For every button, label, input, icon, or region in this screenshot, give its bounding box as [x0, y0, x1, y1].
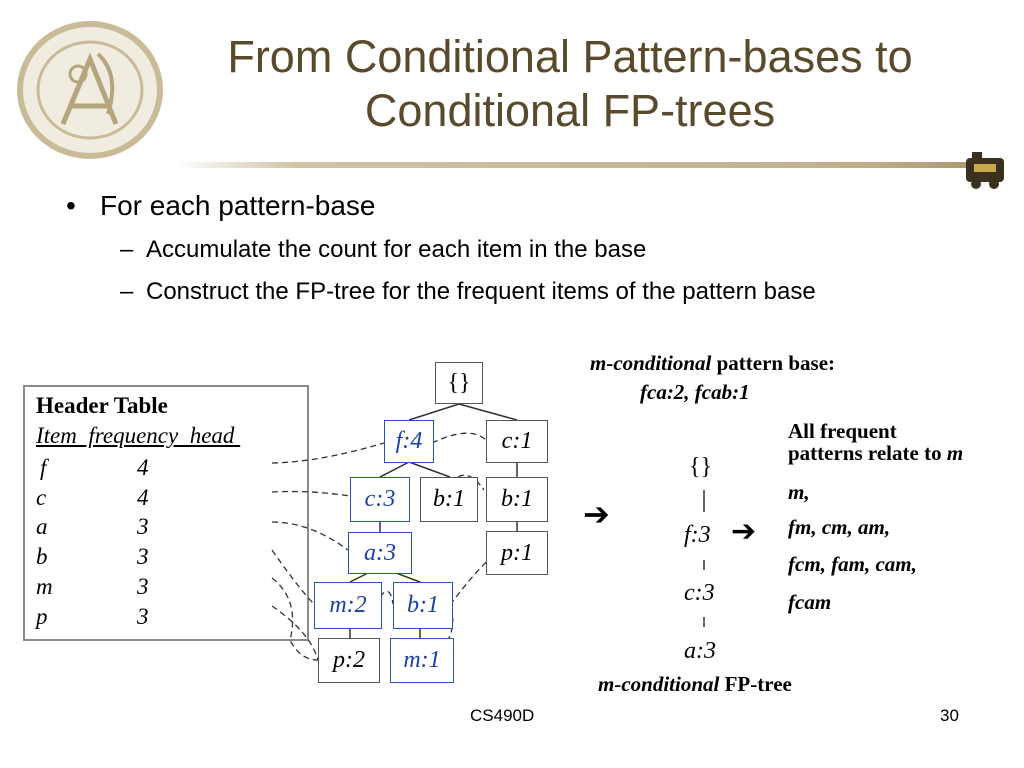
sub-bullet-construct: Construct the FP-tree for the frequent i… — [146, 278, 816, 305]
header-table-columns: Item frequency head — [36, 423, 241, 448]
title-divider — [176, 162, 976, 168]
row-item: f — [40, 455, 47, 480]
fp-node-a3: a:3 — [348, 532, 412, 574]
bullet-dot: • — [66, 190, 76, 221]
header-table — [23, 385, 309, 641]
sub-bullet-dash: – — [120, 278, 134, 305]
frequent-patterns-heading-m: m — [946, 441, 964, 465]
frequent-pattern-line: m, — [788, 480, 810, 504]
pattern-base-value: fca:2, fcab:1 — [640, 380, 750, 404]
cond-node-a3: a:3 — [684, 638, 716, 664]
fp-node-p2: p:2 — [318, 638, 380, 683]
fp-node-m1: m:1 — [390, 638, 454, 683]
pattern-base-label-italic: m-conditional — [590, 351, 712, 375]
row-item: a — [36, 514, 48, 539]
sub-bullet-dash: – — [120, 236, 134, 263]
slide-title: From Conditional Pattern-bases to Condit… — [170, 30, 970, 138]
fp-node-c1: c:1 — [486, 420, 548, 463]
cond-node-f3: f:3 — [684, 522, 711, 548]
row-frequency: 3 — [137, 574, 149, 599]
cond-tree-caption-rest: FP-tree — [719, 672, 792, 696]
footer-page-number: 30 — [940, 706, 959, 725]
row-frequency: 4 — [137, 455, 149, 480]
fp-node-p1: p:1 — [486, 531, 548, 575]
frequent-patterns-heading-2: patterns relate to m — [788, 442, 963, 464]
title-line-2: Conditional FP-trees — [364, 85, 776, 136]
row-frequency: 3 — [137, 514, 149, 539]
row-item: p — [36, 604, 48, 629]
pattern-base-label: m-conditional pattern base: — [590, 351, 835, 376]
purdue-train-logo — [966, 152, 1004, 189]
title-line-1: From Conditional Pattern-bases to — [227, 31, 913, 82]
fp-node-f4: f:4 — [384, 420, 434, 463]
row-frequency: 4 — [137, 485, 149, 510]
bullet-main: For each pattern-base — [100, 190, 376, 221]
frequent-pattern-line: fcm, fam, cam, — [788, 552, 917, 576]
fp-node-m2: m:2 — [314, 582, 382, 629]
mining-arrow-icon: ➔ — [731, 515, 757, 548]
sub-bullet-accumulate: Accumulate the count for each item in th… — [146, 236, 647, 263]
row-item: c — [36, 485, 47, 510]
frequent-patterns-heading-text: patterns relate to — [788, 441, 947, 465]
fp-tree-root: {} — [435, 362, 483, 404]
cond-tree-caption-italic: m-conditional — [598, 672, 720, 696]
fp-node-b1: b:1 — [420, 477, 478, 522]
row-item: b — [36, 544, 48, 569]
university-seal-logo — [17, 21, 163, 159]
cond-node-c3: c:3 — [684, 580, 715, 606]
fp-node-b1: b:1 — [393, 582, 453, 629]
footer-course: CS490D — [470, 706, 535, 725]
cond-tree-caption: m-conditional FP-tree — [598, 672, 792, 697]
pattern-base-label-rest: pattern base: — [711, 351, 836, 375]
cond-tree-root: {} — [689, 454, 713, 480]
fp-node-b1: b:1 — [486, 477, 548, 522]
row-frequency: 3 — [137, 604, 149, 629]
row-frequency: 3 — [137, 544, 149, 569]
row-item: m — [36, 574, 53, 599]
fp-node-c3: c:3 — [350, 477, 410, 522]
frequent-pattern-line: fm, cm, am, — [788, 515, 891, 539]
header-table-title: Header Table — [36, 393, 168, 418]
transform-arrow-icon: ➔ — [583, 496, 610, 532]
frequent-pattern-line: fcam — [788, 590, 832, 614]
frequent-patterns-heading-1: All frequent — [788, 419, 897, 443]
